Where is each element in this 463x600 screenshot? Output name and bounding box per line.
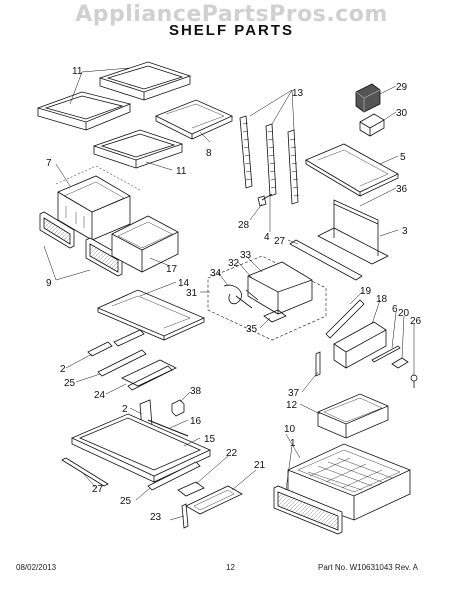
icemaker-assembly-box	[207, 255, 327, 341]
frame-part-3	[317, 227, 389, 265]
slide-rail-part-25-upper	[97, 349, 147, 377]
callout-20: 20	[398, 308, 410, 319]
callout-25: 25	[64, 378, 76, 389]
rail-part-27-lower	[61, 457, 109, 487]
callout-19: 19	[360, 286, 372, 297]
callout-23: 23	[150, 512, 162, 523]
callout-3: 3	[402, 226, 408, 237]
callout-15: 15	[204, 434, 216, 445]
callout-33: 33	[240, 250, 252, 261]
callout-5: 5	[400, 152, 406, 163]
callout-labels: 11 11 7 8 13 29 30 5 36 28 4 27 3 9 17 1…	[46, 66, 422, 523]
callout-16: 16	[190, 416, 202, 427]
wire-harness-part-34	[223, 284, 242, 305]
screw-part-26	[410, 374, 418, 388]
shelf-tray-part-11-left	[36, 91, 132, 131]
callout-38: 38	[190, 386, 202, 397]
drawer-front-part-9-lower	[85, 237, 123, 277]
glass-panel-part-5	[305, 143, 399, 197]
glass-shelf-part-14	[97, 289, 205, 341]
footer-page-number: 12	[226, 563, 235, 572]
callout-1: 1	[290, 438, 296, 449]
callout-32: 32	[228, 258, 240, 269]
callout-22: 22	[226, 448, 238, 459]
drawer-part-7	[55, 165, 141, 241]
callout-28: 28	[238, 220, 250, 231]
callout-25: 25	[120, 496, 132, 507]
bin-part-12	[317, 393, 389, 439]
rail-part-27-upper	[289, 239, 363, 281]
slide-rail-part-24	[121, 359, 177, 391]
callout-2: 2	[60, 364, 66, 375]
callout-30: 30	[396, 108, 408, 119]
callout-14: 14	[178, 278, 190, 289]
shelf-frame-part-15	[71, 413, 211, 483]
callout-9: 9	[46, 278, 52, 289]
callout-24: 24	[94, 390, 106, 401]
callout-34: 34	[210, 268, 222, 279]
callout-13: 13	[292, 88, 304, 99]
cap-part-30	[359, 113, 385, 137]
callout-11: 11	[176, 166, 187, 177]
bracket-part-35	[263, 309, 287, 323]
leader-lines	[43, 67, 415, 521]
callout-17: 17	[166, 264, 178, 275]
callout-31: 31	[186, 288, 198, 299]
footer-date: 08/02/2013	[16, 563, 57, 572]
bracket-part-18	[333, 321, 387, 369]
glass-shelf-part-8	[155, 99, 233, 140]
callout-21: 21	[254, 460, 266, 471]
callout-11: 11	[72, 66, 83, 77]
rail-part-19	[325, 299, 365, 339]
screw-part-28	[257, 193, 273, 207]
cover-part-38	[171, 399, 185, 417]
callout-10: 10	[284, 424, 296, 435]
callout-37: 37	[288, 388, 300, 399]
page-title: SHELF PARTS	[168, 22, 295, 39]
bracket-part-21	[185, 485, 243, 515]
pin-part-23	[181, 503, 189, 529]
footer-part-number: Part No. W10631043 Rev. A	[318, 563, 418, 572]
filter-part-29	[355, 83, 381, 113]
callout-7: 7	[46, 158, 52, 169]
drawer-front-part-1	[273, 485, 343, 535]
callout-12: 12	[286, 400, 298, 411]
callout-26: 26	[410, 316, 422, 327]
callout-36: 36	[396, 184, 408, 195]
callout-4: 4	[264, 232, 270, 243]
crisper-pan-part-10	[287, 443, 411, 521]
clip-part-20	[391, 357, 409, 369]
shelf-frame-part-16	[147, 419, 189, 437]
pin-part-37	[315, 351, 321, 377]
callout-2: 2	[122, 404, 128, 415]
rod-part-6	[371, 345, 401, 363]
slide-rail-part-25-lower	[147, 461, 201, 491]
slide-rail-part-2-upper	[87, 329, 145, 357]
callout-18: 18	[376, 294, 388, 305]
callout-29: 29	[396, 82, 408, 93]
callout-8: 8	[206, 148, 212, 159]
watermark: AppliancePartsPros.com	[75, 2, 388, 27]
callout-27: 27	[92, 484, 104, 495]
bracket-part-22	[177, 481, 205, 497]
vertical-rails-part-13	[239, 115, 300, 205]
drawer-front-part-9-upper	[39, 211, 75, 249]
drawer-part-17	[111, 215, 179, 273]
callout-6: 6	[392, 304, 398, 315]
shelf-tray-part-11-bottom	[92, 129, 184, 169]
callout-35: 35	[246, 324, 258, 335]
shelf-tray-part-11-top	[98, 61, 192, 101]
callout-27: 27	[274, 236, 286, 247]
